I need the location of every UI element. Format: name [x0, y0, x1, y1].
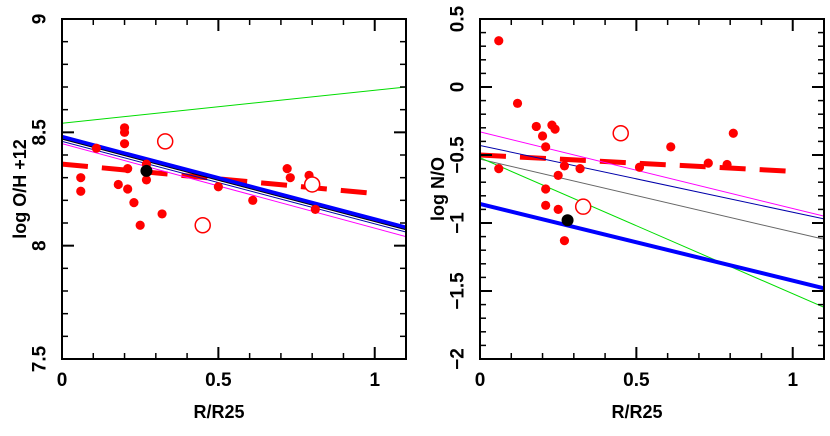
- y-tick-label: 9: [30, 14, 51, 25]
- panel-oxygen-abundance: 0 0.5 1 7.5 8 8.5 9R/R25 log O/H +12: [10, 14, 407, 422]
- data-point-filled: [728, 128, 738, 138]
- data-point-filled: [553, 170, 563, 180]
- data-point-filled: [703, 158, 713, 168]
- data-point-filled: [285, 173, 295, 183]
- x-axis-title: R/R25: [611, 402, 662, 422]
- fit-line-3: [62, 138, 406, 231]
- fit-line-1: [480, 131, 824, 217]
- panel-nitrogen-oxygen-ratio: 0 0.5 1 −2 −1.5 −1 −0.5 0 0.5R/R25 log N/O: [428, 5, 825, 422]
- data-point-filled: [559, 236, 570, 246]
- plot-area: [62, 86, 406, 238]
- x-tick-label: 0.5: [205, 370, 232, 391]
- x-tick-label: 1: [369, 370, 380, 391]
- y-tick-label: −1.5: [448, 272, 469, 310]
- data-point-filled: [553, 204, 563, 214]
- x-tick-label: 0.5: [623, 370, 650, 391]
- fit-line-0: [62, 161, 375, 197]
- data-point-highlight: [140, 164, 153, 177]
- fit-line-5: [62, 143, 406, 238]
- data-point-filled: [559, 161, 570, 171]
- data-point-filled: [129, 198, 139, 208]
- fit-line-0: [480, 152, 793, 174]
- data-point-open: [574, 198, 592, 215]
- data-point-filled: [248, 195, 258, 205]
- data-point-filled: [157, 209, 167, 219]
- data-point-filled: [119, 123, 130, 133]
- data-point-filled: [541, 184, 551, 194]
- data-point-filled: [282, 164, 292, 174]
- data-point-filled: [310, 204, 320, 214]
- data-point-open: [156, 133, 174, 150]
- fit-line-4: [62, 140, 406, 233]
- y-tick-label: −1: [448, 212, 469, 234]
- data-point-filled: [76, 186, 86, 196]
- data-point-open: [612, 124, 629, 142]
- data-point-filled: [531, 121, 541, 132]
- data-point-filled: [537, 131, 548, 141]
- axes-frame: [61, 18, 407, 360]
- y-tick-label: 0: [448, 82, 469, 93]
- y-tick-label: 7.5: [30, 345, 51, 372]
- plot-area: [480, 36, 824, 308]
- data-point-filled: [494, 164, 504, 174]
- data-point-open: [303, 176, 321, 193]
- data-point-filled: [722, 159, 732, 170]
- data-point-filled: [550, 124, 560, 134]
- fit-line-2: [62, 134, 406, 230]
- data-point-filled: [135, 220, 145, 230]
- fit-line-4: [480, 157, 824, 308]
- fit-line-3: [480, 158, 824, 240]
- y-tick-label: 0.5: [448, 5, 469, 32]
- data-point-filled: [123, 184, 133, 194]
- x-tick-label: 0: [475, 370, 486, 391]
- data-point-filled: [119, 139, 130, 149]
- y-tick-label: −0.5: [448, 136, 469, 174]
- axes-frame: [479, 18, 825, 360]
- data-point-filled: [213, 182, 223, 192]
- data-point-filled: [141, 175, 152, 185]
- data-point-filled: [634, 162, 645, 172]
- y-tick-label: 8: [30, 240, 51, 251]
- data-point-filled: [666, 142, 676, 152]
- data-point-filled: [512, 98, 523, 108]
- x-tick-label: 0: [57, 370, 68, 391]
- y-tick-label: −2: [448, 348, 469, 370]
- x-tick-label: 1: [787, 370, 798, 391]
- data-point-filled: [494, 36, 504, 46]
- data-point-filled: [113, 179, 123, 190]
- y-tick-label: 8.5: [30, 119, 51, 146]
- fit-line-2: [480, 144, 824, 220]
- data-point-filled: [541, 142, 551, 152]
- data-point-filled: [541, 200, 551, 210]
- y-axis-title: log N/O: [428, 157, 448, 221]
- data-point-filled: [123, 164, 133, 174]
- data-point-open: [194, 217, 211, 234]
- x-axis-title: R/R25: [193, 402, 244, 422]
- fit-line-5: [480, 202, 824, 291]
- data-point-filled: [575, 164, 585, 174]
- data-point-highlight: [561, 214, 574, 227]
- data-point-filled: [91, 143, 101, 153]
- data-point-filled: [76, 173, 86, 183]
- y-axis-title: log O/H +12: [10, 139, 30, 239]
- fit-line-1: [62, 86, 406, 124]
